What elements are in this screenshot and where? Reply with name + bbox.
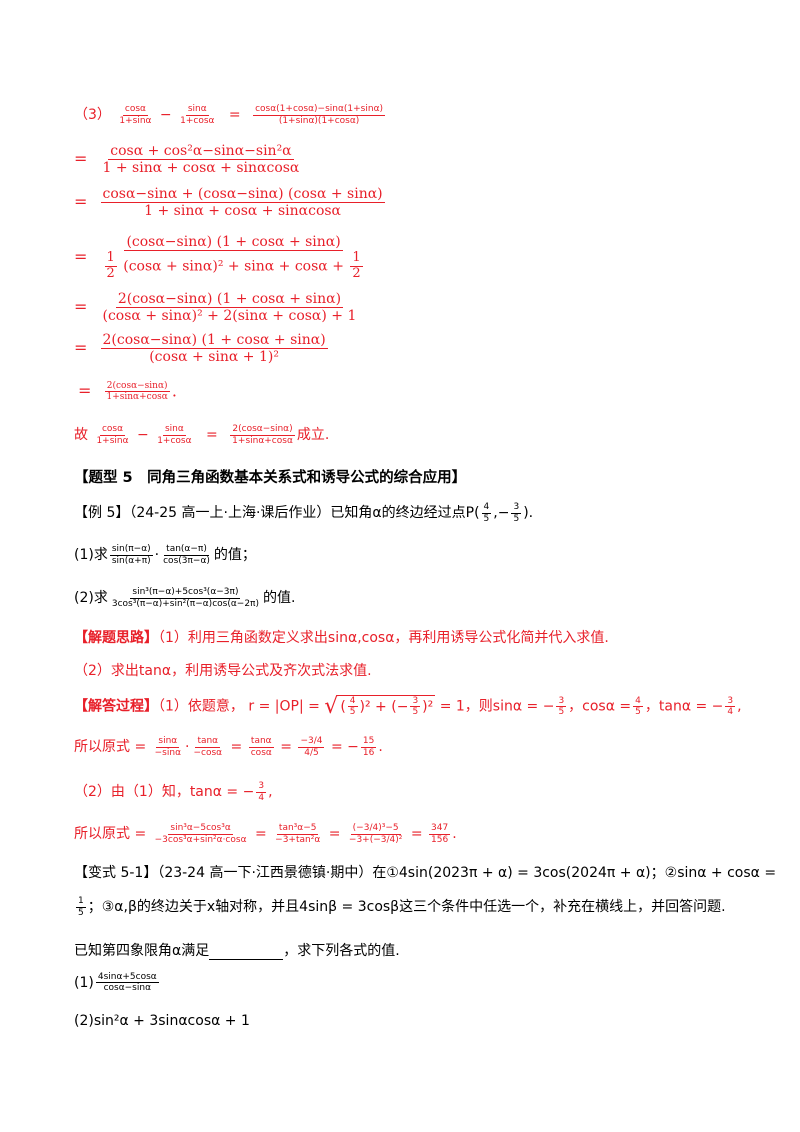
- solution-thinking-line-1: 【解题思路】（1）利用三角函数定义求出sinα,cosα，再利用诱导公式化简并代…: [74, 630, 609, 646]
- fraction: cosα−sinα + (cosα−sinα) (cosα + sinα)1 +…: [100, 186, 385, 220]
- solution-thinking-line-2: （2）求出tanα，利用诱导公式及齐次式法求值.: [74, 663, 372, 679]
- step-2: = cosα−sinα + (cosα−sinα) (cosα + sinα)1…: [74, 186, 385, 220]
- fraction: sinα−sinα: [154, 736, 182, 758]
- step-5: = 2(cosα−sinα) (1 + cosα + sinα)(cosα + …: [74, 332, 328, 366]
- variant-line-3: 已知第四象限角α满足，求下列各式的值.: [74, 943, 400, 960]
- fraction: 2(cosα−sinα) (1 + cosα + sinα)(cosα + si…: [100, 332, 328, 366]
- solution-process-line-4: 所以原式 = sin³α−5cos³α−3cos³α+sin²α·cosα = …: [74, 823, 457, 845]
- fraction: tan³α−5−3+tan²α: [275, 823, 321, 845]
- fraction: sin³(π−α)+5cos³(α−3π)3cos³(π−α)+sin²(π−α…: [111, 587, 259, 609]
- section-heading: 【题型 5 同角三角函数基本关系式和诱导公式的综合应用】: [74, 470, 467, 486]
- fraction: tan(α−π)cos(3π−α): [163, 544, 210, 566]
- minus-sign: −: [159, 107, 172, 123]
- fraction: 2(cosα−sinα) (1 + cosα + sinα)(cosα + si…: [102, 291, 357, 325]
- fraction: cosα(1+cosα)−sinα(1+sinα)(1+sinα)(1+cosα…: [253, 104, 386, 126]
- step-6: = 2(cosα−sinα)1+sinα+cosα.: [78, 381, 177, 403]
- variant-line-1: 【变式 5-1】（23-24 高一下·江西景德镇·期中）在①4sin(2023π…: [74, 865, 777, 881]
- equals-sign: =: [228, 107, 241, 123]
- part3-label: （3）: [74, 107, 111, 123]
- fraction: sin(π−α)sin(α+π): [109, 544, 153, 566]
- fraction: (−3/4)³−5−3+(−3/4)²: [348, 823, 403, 845]
- fraction: 2(cosα−sinα)1+sinα+cosα: [104, 381, 170, 403]
- fraction: tanα−cosα: [193, 736, 223, 758]
- step-4: = 2(cosα−sinα) (1 + cosα + sinα)(cosα + …: [74, 291, 357, 325]
- answer-blank[interactable]: [209, 947, 284, 960]
- variant-question-2: (2)sin²α + 3sinαcosα + 1: [74, 1013, 250, 1029]
- fraction: 2(cosα−sinα)1+sinα+cosα: [230, 424, 295, 446]
- fraction: sin³α−5cos³α−3cos³α+sin²α·cosα: [154, 823, 247, 845]
